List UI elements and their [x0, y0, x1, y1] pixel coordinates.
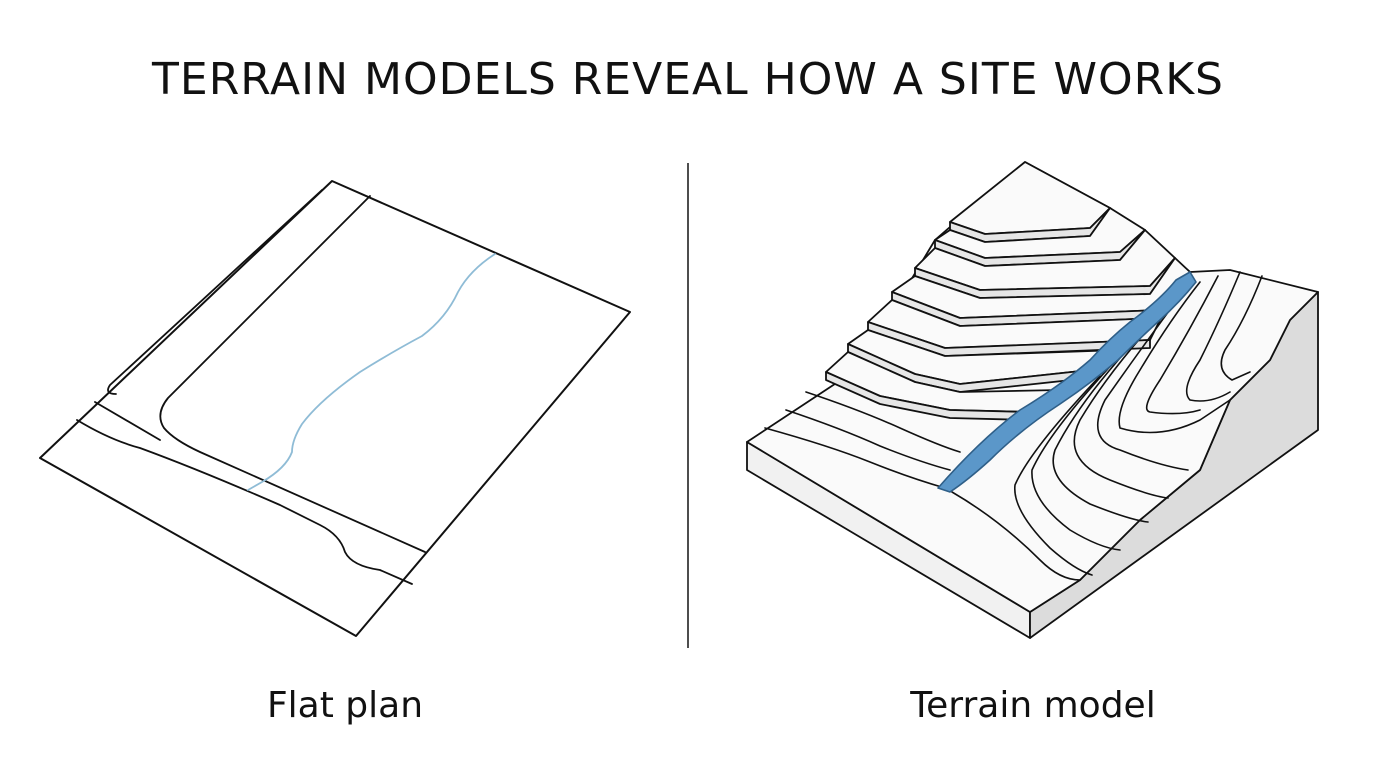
flat-plan-sheet [39, 180, 631, 637]
road-band-lower [76, 419, 413, 585]
figure-title: TERRAIN MODELS REVEAL HOW A SITE WORKS [152, 54, 1224, 105]
terrain-right-contours [1014, 271, 1263, 576]
road-band-upper [94, 401, 161, 441]
terrain-model-drawing [746, 161, 1319, 639]
terrain-model-caption: Terrain model [910, 685, 1156, 726]
flat-plan-caption: Flat plan [266, 685, 424, 726]
terrain-stream-channel [937, 271, 1197, 493]
terrace-top [949, 161, 1111, 235]
terrain-terraces [825, 161, 1191, 421]
road-edge-inner [159, 195, 426, 553]
flat-plan-drawing [39, 180, 631, 637]
flat-plan-stream [247, 253, 496, 491]
terrain-lower-contours [764, 391, 1081, 581]
road-edge-outer [107, 189, 323, 395]
